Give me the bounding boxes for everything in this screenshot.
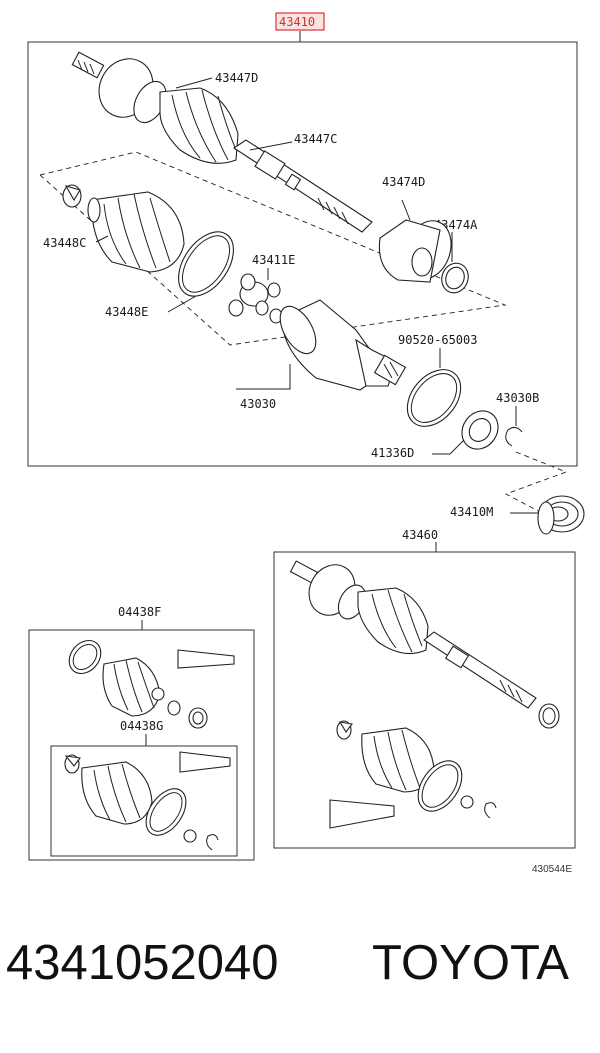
label-43448E: 43448E [105,305,148,319]
damper-43474D [378,219,452,283]
kit-04438F-parts [68,639,235,729]
inboard-joint-43030 [279,299,407,391]
label-43410M: 43410M [450,505,493,519]
label-43474D: 43474D [382,175,425,189]
snap-ring-90520-65003 [406,369,462,427]
bearing-43410M [537,495,585,535]
frame-04438G [50,745,238,857]
inner-dashed-region [39,151,507,346]
grease-tube-lower [329,799,395,829]
label-41336D: 41336D [371,446,414,460]
label-43448C: 43448C [43,236,86,250]
part-number: 4341052040 [6,936,279,990]
header-highlight-box [275,12,325,31]
kit-04438G-parts [64,751,231,851]
label-43460: 43460 [402,528,438,542]
frame-43460 [273,551,576,849]
reference-code: 430544E [532,864,572,875]
header-code: 43410 [279,15,315,29]
label-90520-65003: 90520-65003 [398,333,477,347]
label-43030B: 43030B [496,391,539,405]
label-43411E: 43411E [252,253,295,267]
boot-43448C [87,191,185,273]
drive-shaft-top [71,51,373,233]
clamp-43448E [178,231,234,297]
tripod-43411E [228,273,281,317]
parts-diagram: 43410 43447D 43447C 43474D 434 [27,12,585,875]
boot-lower [361,727,435,793]
label-43447D: 43447D [215,71,258,85]
bearing-connector-dash [504,451,568,513]
clamp-small [62,184,82,208]
main-assembly-frame [27,41,578,467]
brand-name: TOYOTA [372,936,569,990]
label-43030: 43030 [240,397,276,411]
ring-lower-right [538,703,560,729]
drive-shaft-lower [289,560,537,709]
frame-04438F [28,629,255,861]
clip-43030B [505,426,523,447]
clamp-large-lower [417,760,463,812]
clamp-small-lower [336,720,353,740]
label-04438G: 04438G [120,719,163,733]
footer: 4341052040 TOYOTA [0,935,600,1015]
label-43447C: 43447C [294,132,337,146]
label-04438F: 04438F [118,605,161,619]
